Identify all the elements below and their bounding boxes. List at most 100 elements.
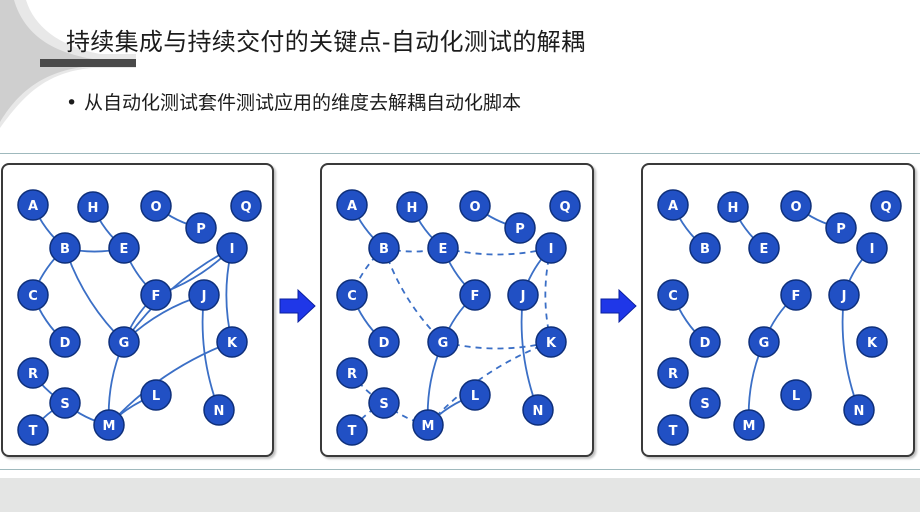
node-b: B xyxy=(368,232,400,264)
node-label: C xyxy=(668,289,678,304)
edge-j-n xyxy=(520,294,539,411)
node-circle xyxy=(535,326,567,358)
node-s: S xyxy=(49,387,81,419)
node-label: O xyxy=(790,200,801,215)
node-o: O xyxy=(459,190,491,222)
node-circle xyxy=(843,394,875,426)
node-t: T xyxy=(657,414,689,446)
node-circle xyxy=(780,279,812,311)
edge-i-k xyxy=(544,247,552,343)
node-circle xyxy=(459,190,491,222)
node-t: T xyxy=(336,414,368,446)
node-label: L xyxy=(792,389,800,404)
node-circle xyxy=(780,379,812,411)
node-circle xyxy=(657,279,689,311)
edge-b-g xyxy=(64,247,125,343)
node-f: F xyxy=(780,279,812,311)
node-q: Q xyxy=(870,190,902,222)
node-circle xyxy=(427,326,459,358)
right-arrow-icon xyxy=(600,288,637,324)
bullet-dot: • xyxy=(66,92,78,114)
node-e: E xyxy=(427,232,459,264)
node-label: A xyxy=(668,199,678,214)
node-circle xyxy=(336,189,368,221)
edge-b-g xyxy=(383,247,444,343)
node-l: L xyxy=(140,379,172,411)
node-label: D xyxy=(60,336,71,351)
node-d: D xyxy=(689,326,721,358)
node-label: M xyxy=(103,419,116,434)
node-label: M xyxy=(422,419,435,434)
node-label: N xyxy=(854,404,865,419)
node-label: N xyxy=(533,404,544,419)
bullet-item: •从自动化测试套件测试应用的维度去解耦自动化脚本 xyxy=(66,88,521,115)
node-circle xyxy=(216,326,248,358)
node-label: K xyxy=(227,336,238,351)
node-d: D xyxy=(49,326,81,358)
node-circle xyxy=(396,191,428,223)
node-circle xyxy=(780,190,812,222)
node-label: M xyxy=(743,419,756,434)
node-label: A xyxy=(28,199,38,214)
node-label: R xyxy=(347,367,357,382)
node-circle xyxy=(412,409,444,441)
node-e: E xyxy=(108,232,140,264)
node-p: P xyxy=(825,212,857,244)
node-c: C xyxy=(657,279,689,311)
node-j: J xyxy=(828,279,860,311)
node-q: Q xyxy=(230,190,262,222)
node-r: R xyxy=(17,357,49,389)
node-circle xyxy=(657,357,689,389)
node-circle xyxy=(336,357,368,389)
node-i: I xyxy=(535,232,567,264)
node-g: G xyxy=(427,326,459,358)
node-g: G xyxy=(748,326,780,358)
edge-e-i xyxy=(442,247,552,256)
node-label: G xyxy=(759,336,770,351)
node-label: F xyxy=(152,289,161,304)
node-i: I xyxy=(216,232,248,264)
node-label: I xyxy=(870,242,875,257)
node-k: K xyxy=(856,326,888,358)
node-label: Q xyxy=(880,200,891,215)
node-circle xyxy=(336,279,368,311)
node-a: A xyxy=(657,189,689,221)
node-r: R xyxy=(657,357,689,389)
node-b: B xyxy=(689,232,721,264)
node-circle xyxy=(49,326,81,358)
node-r: R xyxy=(336,357,368,389)
node-label: I xyxy=(230,242,235,257)
node-i: I xyxy=(856,232,888,264)
node-label: Q xyxy=(559,200,570,215)
node-s: S xyxy=(368,387,400,419)
node-c: C xyxy=(336,279,368,311)
node-label: G xyxy=(438,336,449,351)
edge-k-m xyxy=(108,341,233,426)
node-m: M xyxy=(412,409,444,441)
node-label: K xyxy=(546,336,557,351)
node-circle xyxy=(856,326,888,358)
node-label: H xyxy=(728,201,739,216)
node-circle xyxy=(77,191,109,223)
node-label: O xyxy=(150,200,161,215)
node-circle xyxy=(17,414,49,446)
node-label: P xyxy=(515,222,525,237)
node-circle xyxy=(49,232,81,264)
node-circle xyxy=(230,190,262,222)
node-q: Q xyxy=(549,190,581,222)
node-circle xyxy=(140,379,172,411)
edge-g-k xyxy=(442,341,552,350)
node-label: S xyxy=(60,397,69,412)
node-circle xyxy=(549,190,581,222)
edge-j-n xyxy=(841,294,860,411)
node-circle xyxy=(17,189,49,221)
node-circle xyxy=(504,212,536,244)
node-label: H xyxy=(407,201,418,216)
node-circle xyxy=(748,326,780,358)
node-label: L xyxy=(152,389,160,404)
node-label: R xyxy=(28,367,38,382)
node-label: E xyxy=(439,242,448,257)
node-circle xyxy=(459,379,491,411)
